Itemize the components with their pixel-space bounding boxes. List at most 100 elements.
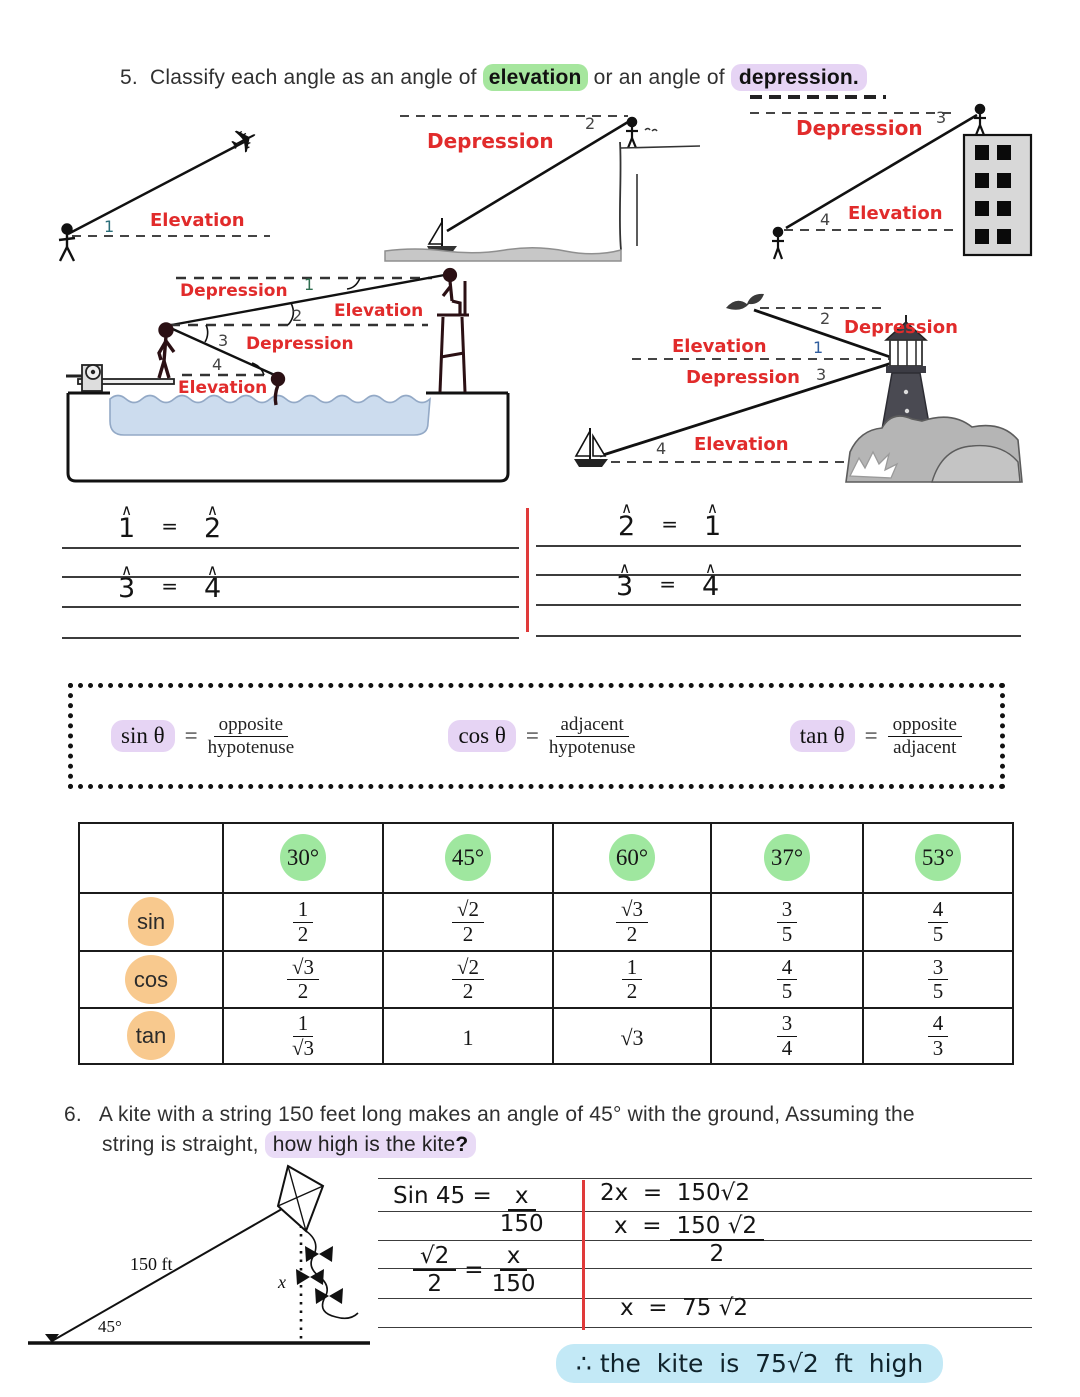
line-of-sight [785,113,978,230]
lh-depression-3: Depression [686,367,800,388]
anchor-marker [45,1334,59,1343]
angle-3-label: 3 [936,108,946,127]
pool-angle-2: 2 [292,306,302,325]
angle-1-arc [346,277,361,290]
pool-water [109,394,431,436]
building-diagram: 3 Depression 4 Elevation [750,95,1033,260]
pool-angle-3: 3 [218,331,228,350]
pool-depression-3: Depression [246,334,354,354]
question-6-line2: string is straight, how high is the kite… [102,1131,477,1158]
hypotenuse-label: 150 ft [130,1254,173,1274]
pool-shell [66,393,510,483]
angle-hat: ∧2 [618,499,636,542]
lh-angle-2: 2 [820,309,830,328]
kite-diagram: 150 ft 45° x [28,1164,370,1345]
q5-text-between: or an angle of [593,66,725,89]
tan-30: 1√3 [222,1007,384,1065]
lh-angle-1: 1 [813,338,823,357]
lighthouse-diagram: 2 Depression Elevation 1 3 Depression 4 … [574,293,1023,483]
equals: = [525,723,539,748]
line-of-sight [67,140,245,236]
ruled-line [378,1327,1032,1328]
q6-qmark: ? [455,1133,469,1156]
pool-elevation-4: Elevation [178,378,267,398]
angle-1-label: 1 [104,217,114,236]
ruled-line [536,635,1021,637]
q6-highlight: how high is the kite? [264,1131,477,1158]
tan-theta: tan θ [789,720,855,752]
lh-angle-3: 3 [816,365,826,384]
final-answer: ∴ the kite is 75√2 ft high [556,1344,944,1383]
tan-45: 1 [382,1007,554,1065]
ruled-line [62,576,519,578]
ruled-line [62,637,519,639]
building-windows [975,145,1011,244]
q5-number: 5. [120,66,138,89]
angle-2-label: 2 [585,114,595,133]
sin-theta: sin θ [111,720,175,752]
observer-stick-figure [58,223,76,262]
equals: = [864,723,878,748]
equals: = [661,512,678,536]
cliff-face [618,141,622,251]
water-band [384,247,622,262]
kite-tail [305,1230,359,1320]
front-rock [931,444,1021,483]
sight-line-boat [599,360,896,458]
sin-label-cell: sin [78,892,224,952]
airplane-icon: ✈ [224,118,266,165]
q6-text-pre: string is straight, [102,1133,265,1156]
q6-text: A kite with a string 150 feet long makes… [98,1103,915,1126]
ruled-line [536,574,1021,576]
lifeguard-figure [441,267,462,314]
pool-elevation-2: Elevation [334,301,423,321]
lh-angle-4: 4 [656,439,666,458]
header-53: 53° [862,822,1014,894]
ruled-line [62,606,519,608]
ruled-line [62,547,519,549]
answer-eq-1: ∧1 = ∧2 [118,501,222,544]
equals: = [464,1257,484,1284]
diving-board [77,378,175,385]
red-divider-line [526,508,529,632]
lh-elevation-1: Elevation [672,336,767,357]
cliff-person-figure [626,116,638,149]
elevation-annotation: Elevation [150,210,245,231]
cos-theta: cos θ [448,720,516,752]
answer-eq-3: ∧2 = ∧1 [618,499,721,542]
lifeguard-chair [437,281,469,393]
angle-hat: ∧3 [616,559,634,602]
table-header-row: 30° 45° 60° 37° 53° [78,822,1014,894]
question-5-title: 5. Classify each angle as an angle of el… [120,64,867,91]
ruled-line [378,1268,1032,1269]
cos-label-cell: cos [78,950,224,1009]
answer-eq-2: ∧3 = ∧4 [118,563,221,603]
tail-bows [296,1246,343,1304]
board-wheel-hub [90,369,96,375]
angle-hat: ∧1 [118,501,136,544]
swimmer-figure [270,371,286,406]
angle-hat: ∧2 [203,501,222,544]
depression-annotation: Depression [796,116,923,140]
angle-hat: ∧4 [701,559,720,602]
equals: = [659,572,676,596]
bird-icon [726,293,764,310]
ruled-line [378,1298,1032,1299]
angle-4-label: 4 [820,210,830,229]
